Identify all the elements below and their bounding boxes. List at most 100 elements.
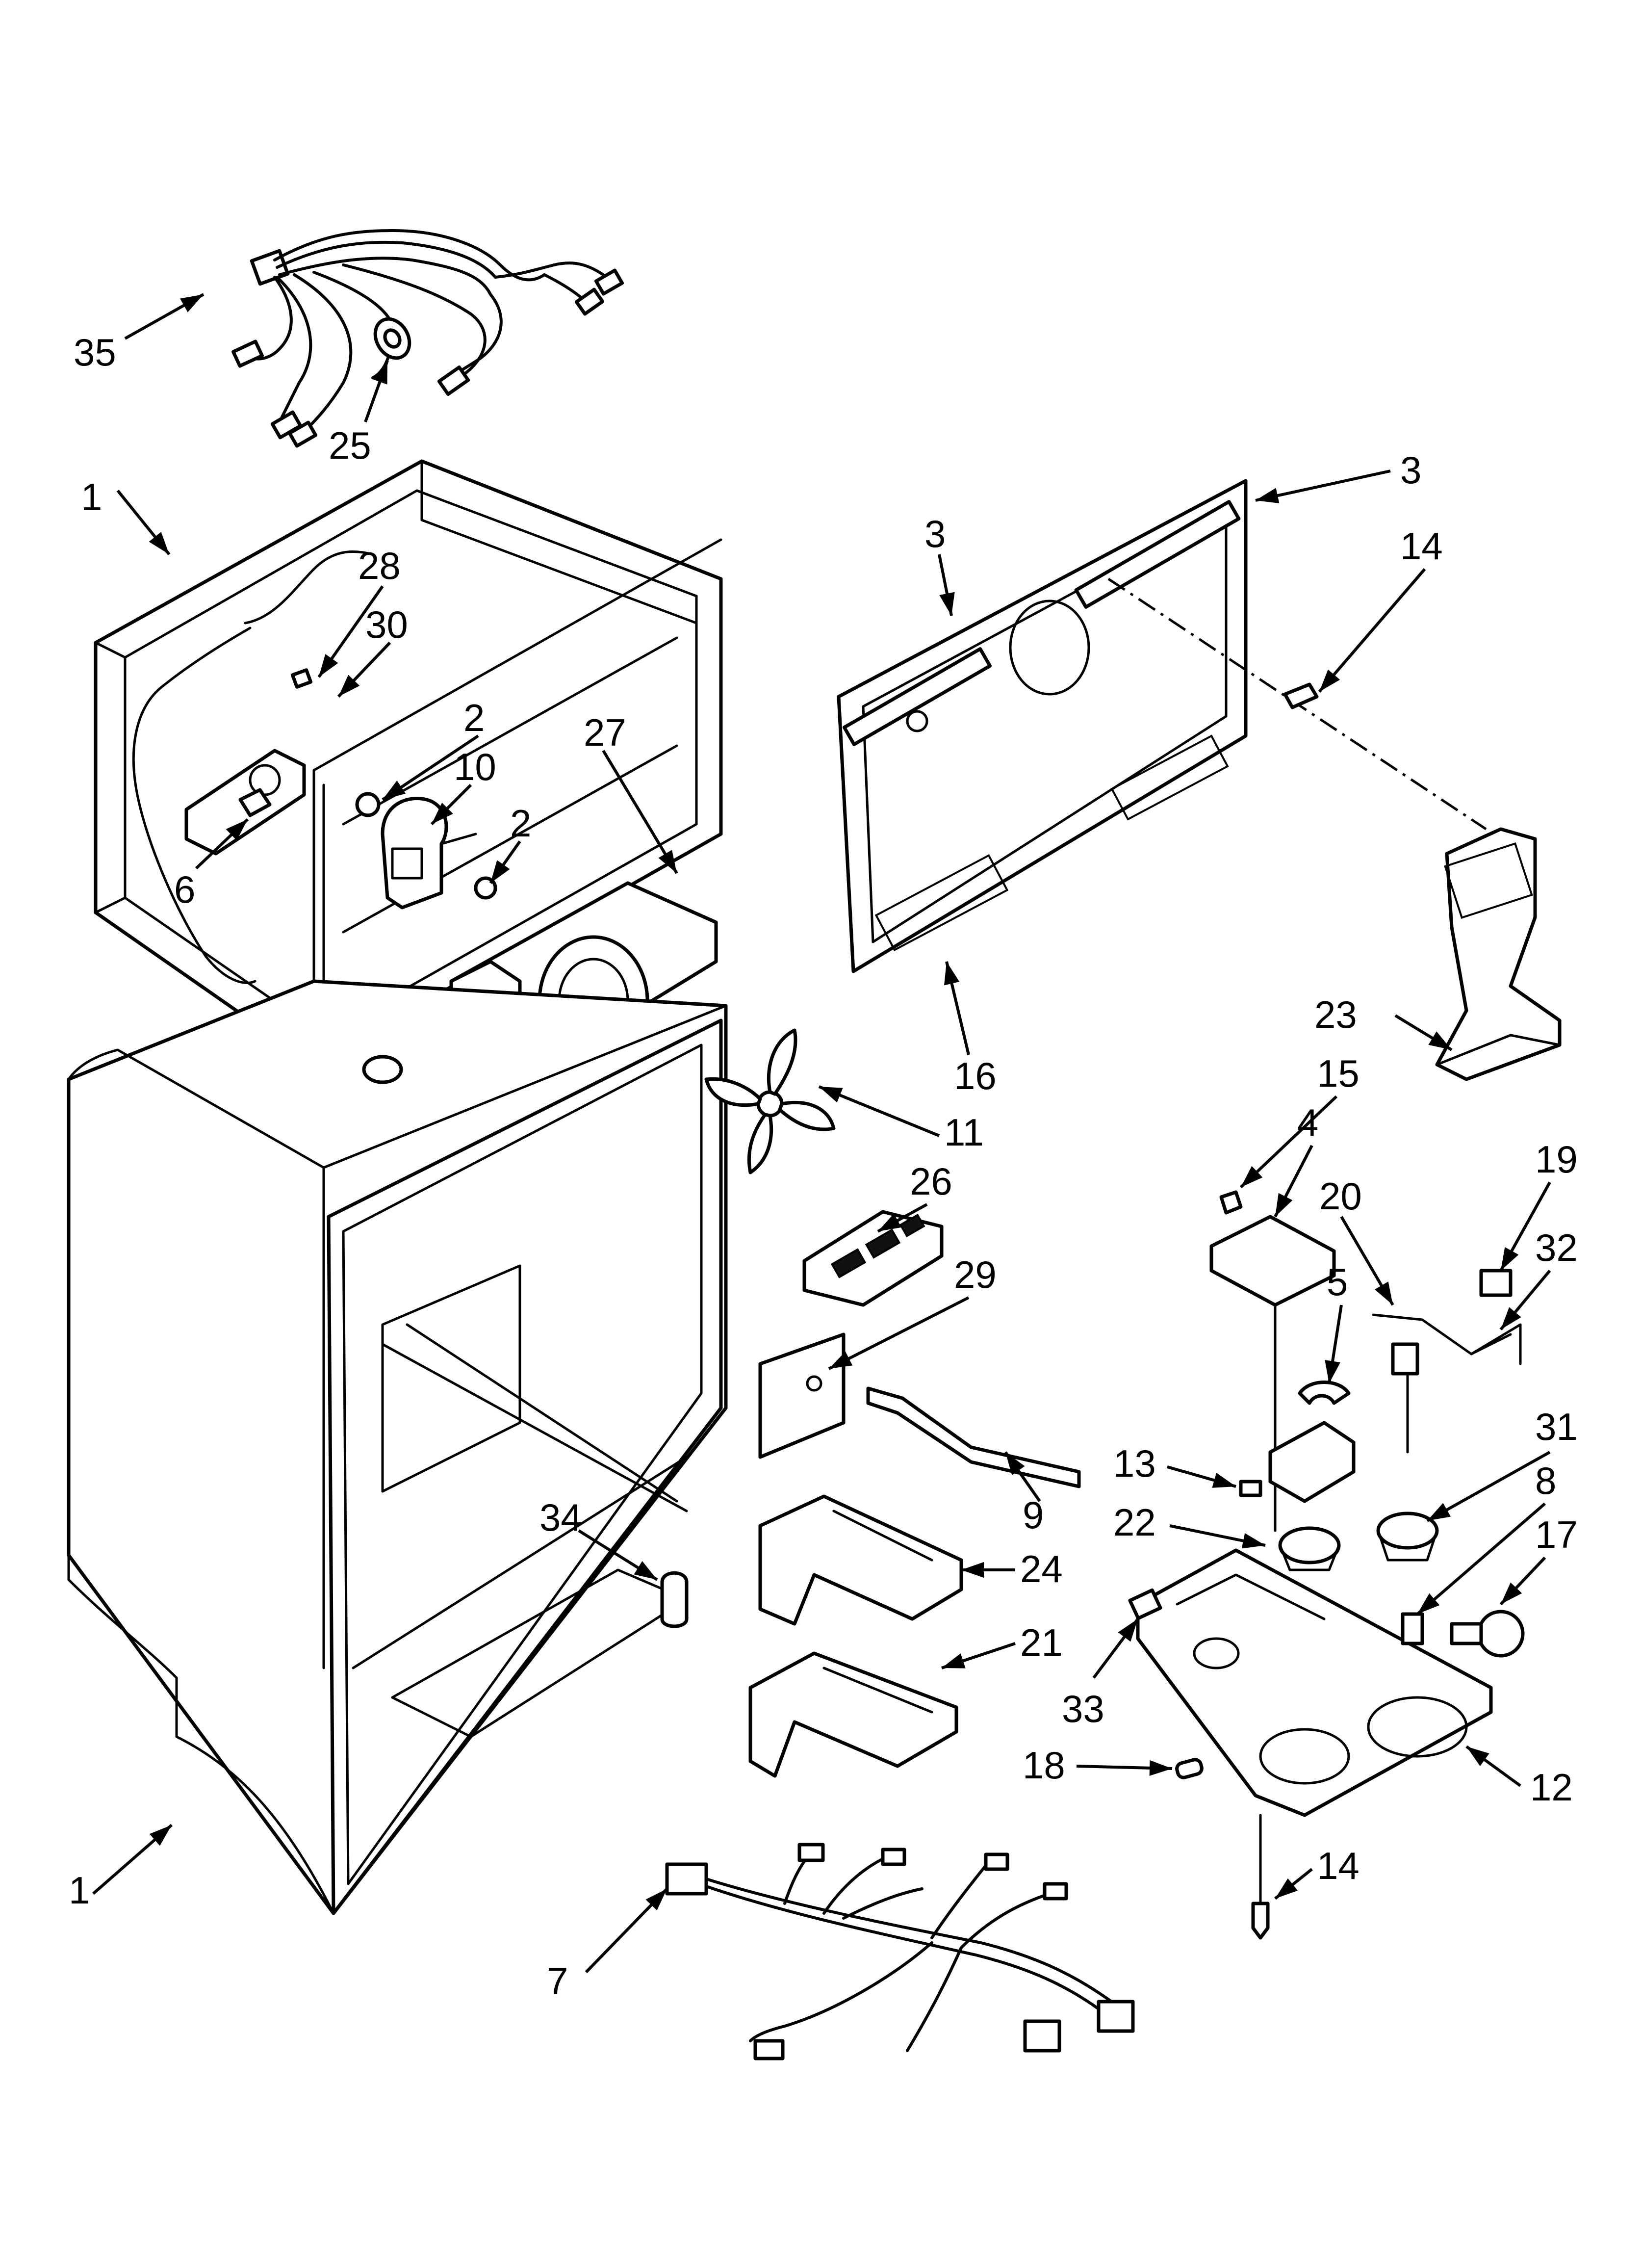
callout-19: 19 bbox=[1535, 1138, 1578, 1181]
arrowhead-24 bbox=[961, 1562, 984, 1578]
callout-34: 34 bbox=[539, 1496, 582, 1539]
callout-15: 15 bbox=[1317, 1052, 1360, 1095]
part-15-screw bbox=[1219, 1190, 1243, 1215]
arrowhead-2-a bbox=[383, 781, 406, 800]
callout-6: 6 bbox=[174, 868, 195, 911]
callout-labels: 35 25 1 28 30 2 10 2 6 27 3 3 14 16 23 1… bbox=[69, 331, 1578, 2003]
callout-leader-lines bbox=[92, 293, 1551, 1974]
callout-10: 10 bbox=[454, 745, 496, 788]
arrowhead-35 bbox=[180, 294, 204, 313]
arrowhead-1-bottom bbox=[149, 1825, 172, 1846]
callout-2-a: 2 bbox=[463, 696, 485, 739]
arrowhead-33 bbox=[1118, 1619, 1138, 1642]
arrowhead-18 bbox=[1149, 1760, 1172, 1776]
part-19-part-32-bracket bbox=[1470, 1269, 1522, 1365]
leader-line-8 bbox=[1416, 1502, 1546, 1616]
arrowhead-22 bbox=[1241, 1533, 1265, 1549]
callout-1-top: 1 bbox=[81, 475, 102, 519]
arrowhead-14-bottom bbox=[1275, 1878, 1298, 1899]
arrowhead-15 bbox=[1241, 1166, 1263, 1187]
callout-32: 32 bbox=[1535, 1226, 1578, 1269]
arrowhead-11 bbox=[819, 1087, 843, 1103]
part-26-control bbox=[802, 1210, 944, 1307]
arrowhead-31 bbox=[1427, 1503, 1451, 1521]
arrowhead-19 bbox=[1501, 1247, 1519, 1271]
part-24-crisper-cover bbox=[758, 1494, 963, 1626]
callout-23: 23 bbox=[1314, 993, 1357, 1036]
part-12-light-housing bbox=[1136, 1548, 1493, 1817]
callout-3-left: 3 bbox=[924, 512, 946, 555]
arrowhead-3-right bbox=[1256, 488, 1280, 503]
arrowhead-16 bbox=[944, 962, 960, 986]
arrowhead-21 bbox=[942, 1653, 966, 1668]
part-22-cup bbox=[1278, 1526, 1341, 1571]
arrowhead-27 bbox=[658, 850, 677, 873]
callout-11: 11 bbox=[944, 1111, 984, 1154]
part-1-fresh-food-liner bbox=[67, 979, 728, 1915]
arrowhead-17 bbox=[1501, 1582, 1522, 1604]
callout-8: 8 bbox=[1535, 1459, 1556, 1502]
arrowhead-12 bbox=[1466, 1747, 1489, 1766]
part-13-switch bbox=[1239, 1421, 1356, 1503]
arrowhead-13 bbox=[1212, 1472, 1236, 1488]
part-17-light-bulb bbox=[1450, 1610, 1525, 1658]
arrowhead-25 bbox=[372, 361, 387, 385]
leader-line-27 bbox=[602, 750, 678, 874]
callout-26: 26 bbox=[910, 1160, 952, 1203]
arrowhead-32 bbox=[1501, 1307, 1521, 1330]
arrowhead-1-top bbox=[149, 532, 169, 554]
part-14-bottom-screw bbox=[1251, 1814, 1270, 1940]
callout-7: 7 bbox=[547, 1959, 568, 2003]
arrowhead-23 bbox=[1428, 1031, 1452, 1050]
leader-line-3-right bbox=[1255, 469, 1391, 502]
arrowhead-7 bbox=[645, 1889, 667, 1911]
part-33-pad bbox=[1128, 1588, 1162, 1620]
callout-35: 35 bbox=[74, 331, 116, 374]
arrowhead-9 bbox=[1005, 1452, 1025, 1475]
part-18-plug bbox=[1175, 1758, 1204, 1779]
callout-25: 25 bbox=[329, 424, 371, 467]
arrowhead-26 bbox=[878, 1213, 902, 1231]
callout-13: 13 bbox=[1113, 1442, 1156, 1485]
callout-18: 18 bbox=[1023, 1744, 1065, 1787]
callout-5: 5 bbox=[1327, 1260, 1348, 1303]
part-35-wire-harness bbox=[231, 229, 624, 448]
part-29-cover-and-part-9-bracket bbox=[758, 1332, 1081, 1488]
callout-9: 9 bbox=[1023, 1493, 1044, 1537]
callout-28: 28 bbox=[358, 544, 401, 587]
arrowhead-29 bbox=[829, 1351, 853, 1369]
arrowhead-28 bbox=[319, 654, 338, 677]
callout-12: 12 bbox=[1530, 1766, 1573, 1809]
callout-21: 21 bbox=[1020, 1621, 1063, 1664]
leader-line-31 bbox=[1426, 1451, 1551, 1522]
part-8-socket bbox=[1401, 1612, 1424, 1645]
arrowhead-20 bbox=[1375, 1281, 1393, 1305]
callout-16: 16 bbox=[954, 1054, 997, 1097]
arrowhead-3-left bbox=[939, 592, 955, 616]
leader-line-14-top bbox=[1318, 568, 1426, 693]
part-20-damper bbox=[1372, 1313, 1512, 1454]
arrowhead-10 bbox=[432, 803, 453, 824]
callout-3-right: 3 bbox=[1400, 448, 1421, 492]
part-23-air-duct bbox=[1435, 827, 1562, 1081]
part-5-clip bbox=[1298, 1381, 1351, 1405]
callout-30: 30 bbox=[365, 603, 408, 646]
part-11-fan-blade bbox=[704, 1028, 836, 1174]
arrowhead-30 bbox=[338, 675, 360, 697]
callout-1-bottom: 1 bbox=[69, 1869, 90, 1912]
part-21-crisper-frame bbox=[748, 1651, 958, 1778]
part-7-wire-harness bbox=[665, 1843, 1135, 2060]
arrowhead-14-top bbox=[1319, 669, 1340, 692]
callout-14-bottom: 14 bbox=[1317, 1844, 1360, 1887]
callout-22: 22 bbox=[1113, 1501, 1156, 1544]
arrowhead-2-b bbox=[490, 860, 510, 883]
part-31-cup bbox=[1376, 1512, 1439, 1562]
callout-14-top: 14 bbox=[1400, 524, 1443, 568]
part-4-control-board bbox=[1209, 1215, 1336, 1532]
arrowhead-5 bbox=[1325, 1360, 1340, 1383]
arrowhead-4 bbox=[1275, 1193, 1293, 1217]
part-16-evaporator-cover bbox=[837, 479, 1487, 973]
callout-29: 29 bbox=[954, 1253, 997, 1296]
arrowhead-34 bbox=[634, 1561, 657, 1580]
